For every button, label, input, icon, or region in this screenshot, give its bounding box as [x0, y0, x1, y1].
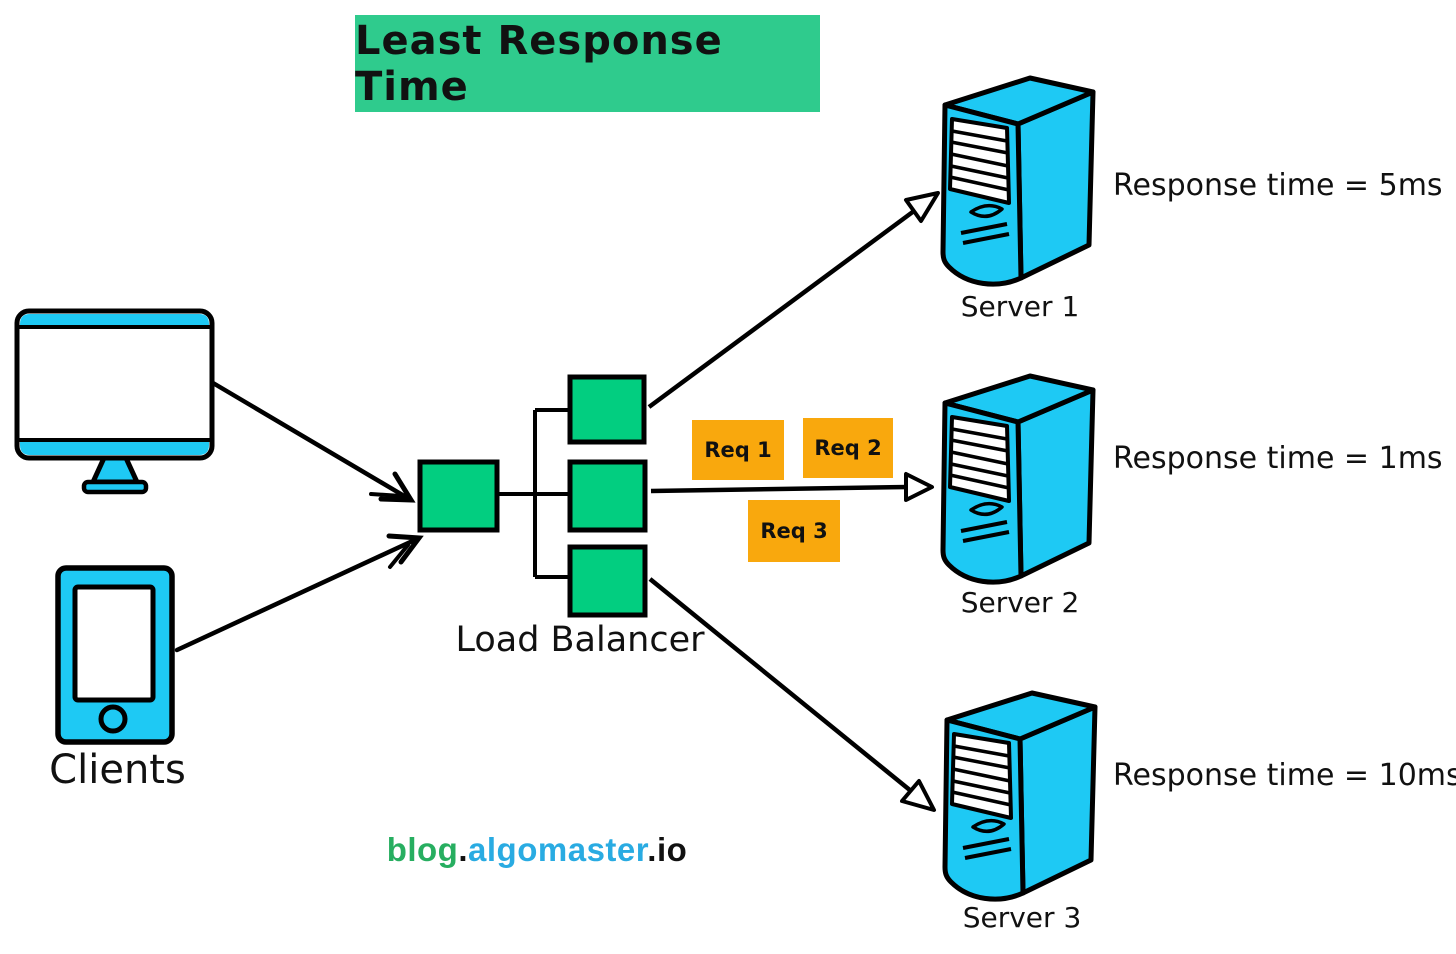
request-box-1: Req 1: [692, 420, 784, 480]
server2-label: Server 2: [960, 586, 1080, 619]
request-label: Req 1: [704, 438, 772, 462]
page-title: Least Response Time: [355, 17, 723, 110]
footer-brand-blog: blog: [386, 831, 459, 868]
request-box-3: Req 3: [748, 500, 840, 562]
arrow-lb-to-server1: [647, 191, 940, 409]
server-tower-icon: [945, 693, 1095, 899]
request-label: Req 3: [760, 519, 828, 543]
smartphone-icon: [55, 565, 175, 745]
footer-brand-dot: .: [647, 831, 657, 868]
load-balancer-label: Load Balancer: [455, 620, 705, 660]
server3-response-time: Response time = 10ms: [1113, 758, 1456, 793]
clients-label: Clients: [49, 747, 186, 793]
footer-brand-tld: io: [656, 831, 688, 868]
server2-response-time: Response time = 1ms: [1113, 441, 1443, 476]
footer-brand: blog.algomaster.io: [337, 831, 737, 869]
arrow-monitor-to-lb: [210, 380, 416, 503]
title-banner: Least Response Time: [355, 15, 820, 112]
server3-label: Server 3: [962, 901, 1082, 934]
server-tower-icon: [943, 376, 1093, 582]
request-label: Req 2: [814, 436, 882, 460]
footer-brand-dot: .: [458, 831, 469, 868]
lb-node-bottom: [567, 544, 648, 618]
load-balancer-nodes-icon: [417, 374, 648, 618]
server1-response-time: Response time = 5ms: [1113, 168, 1443, 203]
arrow-lb-to-server2: [650, 472, 934, 502]
lb-entry-node: [417, 459, 500, 533]
lb-node-middle: [567, 459, 648, 533]
server1-label: Server 1: [960, 290, 1080, 323]
server-tower-icon: [943, 78, 1093, 284]
arrow-lb-to-server3: [648, 577, 936, 812]
arrow-phone-to-lb: [174, 533, 424, 653]
lb-node-top: [567, 374, 647, 445]
footer-brand-domain: algomaster: [468, 831, 648, 868]
monitor-icon: [14, 308, 215, 495]
request-box-2: Req 2: [803, 418, 893, 478]
